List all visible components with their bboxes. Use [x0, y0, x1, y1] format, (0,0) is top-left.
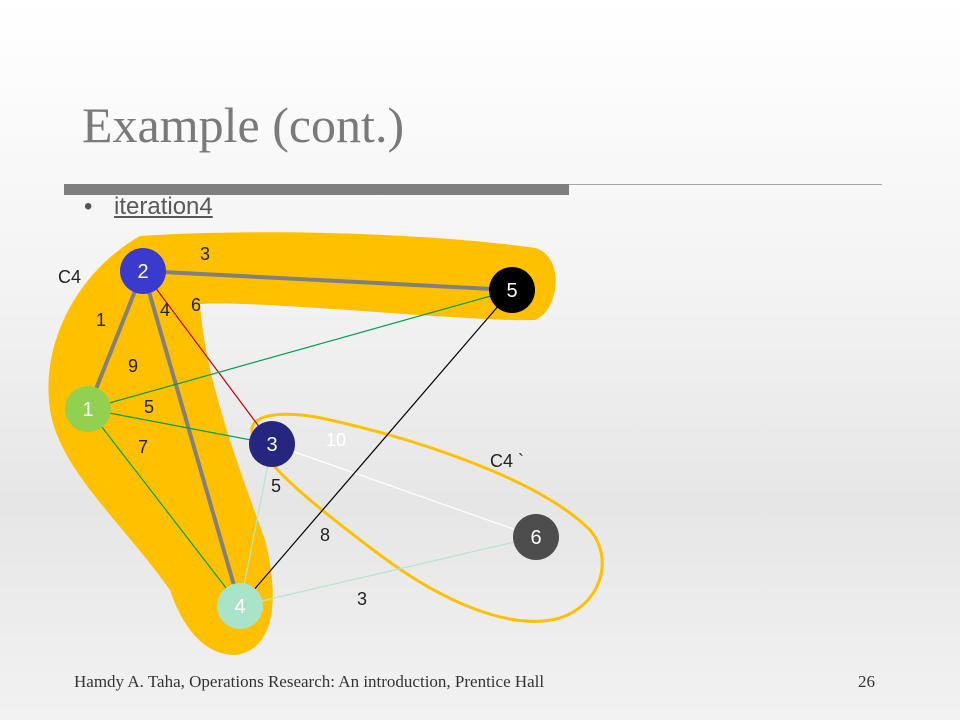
node-6: 6	[513, 514, 559, 560]
edge-2-5	[142, 269, 513, 292]
node-circle-5	[489, 267, 535, 313]
node-label-6: 6	[530, 527, 541, 549]
node-label-1: 1	[82, 399, 93, 421]
node-label-2: 2	[137, 261, 148, 283]
node-label-4: 4	[234, 596, 245, 618]
node-circle-2	[120, 248, 166, 294]
node-3: 3	[249, 421, 295, 467]
edge-weight-3-4: 5	[271, 476, 281, 496]
bullet-item: • iteration4	[84, 193, 213, 221]
edge-2-3	[142, 270, 273, 445]
edge-weight-1-3: 5	[144, 397, 154, 417]
edge-3-6	[271, 443, 537, 538]
cluster-label-c4: C4	[58, 267, 81, 287]
title-underline-thin	[569, 184, 882, 185]
edge-weight-1-5: 9	[128, 356, 138, 376]
edge-weight-5-4: 8	[320, 525, 330, 545]
node-label-3: 3	[266, 434, 277, 456]
node-label-5: 5	[506, 280, 517, 302]
edge-1-5	[87, 289, 513, 410]
node-circle-3	[249, 421, 295, 467]
cluster-label-c4-prime: C4 `	[490, 451, 524, 471]
footer-citation: Hamdy A. Taha, Operations Research: An i…	[74, 672, 545, 691]
edge-weight-2-5: 3	[200, 244, 210, 264]
node-circle-1	[65, 386, 111, 432]
node-1: 1	[65, 386, 111, 432]
edge-weight-4-6: 3	[357, 589, 367, 609]
node-5: 5	[489, 267, 535, 313]
iteration-link[interactable]: iteration4	[114, 193, 213, 220]
title-underline-thick	[64, 184, 569, 195]
edge-weight-2-4: 4	[160, 300, 170, 320]
cluster-c4-prime-outline	[250, 412, 604, 623]
edge-weight-1-4: 7	[138, 437, 148, 457]
cluster-c4-highlight	[48, 232, 556, 655]
edge-5-4	[239, 289, 513, 607]
edge-4-6	[239, 536, 537, 607]
bullet-dot-icon: •	[84, 193, 93, 220]
node-2: 2	[120, 248, 166, 294]
node-circle-4	[217, 583, 263, 629]
edge-3-4	[239, 443, 273, 607]
node-circle-6	[513, 514, 559, 560]
edge-weight-1-2: 1	[96, 310, 106, 330]
node-4: 4	[217, 583, 263, 629]
edge-weight-3-6: 10	[326, 430, 346, 450]
slide-title: Example (cont.)	[82, 97, 405, 153]
edge-weight-2-3: 6	[191, 295, 201, 315]
edge-1-2	[86, 270, 145, 410]
edge-2-4	[141, 270, 242, 607]
edge-1-3	[87, 408, 273, 445]
edge-1-4	[87, 408, 241, 607]
page-number: 26	[858, 672, 875, 691]
